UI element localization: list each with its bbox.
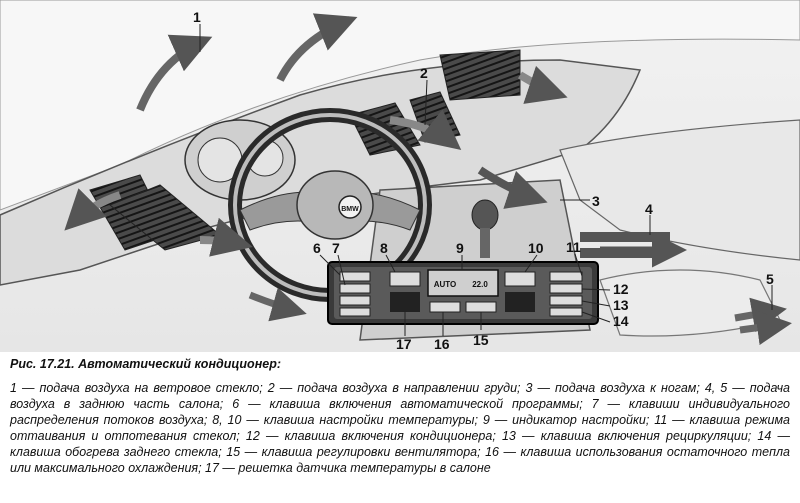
callout-4: 4 xyxy=(645,201,653,217)
temperature-key-left[interactable] xyxy=(389,271,421,287)
callout-15: 15 xyxy=(473,332,489,348)
callout-6: 6 xyxy=(313,240,321,256)
fan-speed-key[interactable] xyxy=(465,301,497,313)
callout-5: 5 xyxy=(766,271,774,287)
airflow-arrow-windshield-2 xyxy=(276,13,358,82)
callout-13: 13 xyxy=(613,297,629,313)
airflow-arrow-left-lower xyxy=(199,217,253,257)
caption-title: Рис. 17.21. Автоматический кондиционер: xyxy=(10,357,281,371)
airflow-arrow-left-side xyxy=(64,188,122,231)
callout-8: 8 xyxy=(380,240,388,256)
callout-17: 17 xyxy=(396,336,412,352)
steering-wheel-hub xyxy=(296,170,374,240)
residual-heat-key[interactable] xyxy=(429,301,461,313)
display-left-readout: AUTO xyxy=(434,280,457,289)
figure-caption: Рис. 17.21. Автоматический кондиционер: … xyxy=(10,356,790,476)
callout-12: 12 xyxy=(613,281,629,297)
steering-logo-text: BMW xyxy=(341,206,359,213)
callout-1: 1 xyxy=(193,9,201,25)
gear-stick xyxy=(480,228,490,258)
leader-lines xyxy=(199,24,773,336)
steering-logo-emblem xyxy=(338,195,362,219)
airflow-arrow-left-floor xyxy=(248,287,307,322)
air-distribution-key-1[interactable] xyxy=(339,283,371,294)
gear-knob xyxy=(471,199,499,231)
defrost-key[interactable] xyxy=(549,271,583,282)
airflow-arrow-footwell xyxy=(477,166,548,209)
callout-16: 16 xyxy=(434,336,450,352)
airflow-arrow-chest xyxy=(389,109,462,150)
callout-11: 11 xyxy=(566,239,581,255)
callout-10: 10 xyxy=(528,240,544,256)
callout-3: 3 xyxy=(592,193,600,209)
recirculation-key[interactable] xyxy=(549,295,583,306)
callout-14: 14 xyxy=(613,313,629,329)
auto-program-key[interactable] xyxy=(339,271,371,282)
callout-7: 7 xyxy=(332,240,340,256)
airflow-arrow-rear-5b xyxy=(739,310,792,346)
ac-on-key[interactable] xyxy=(549,283,583,294)
dashboard-illustration: BMW AUTO 22.0 xyxy=(0,0,800,352)
callout-2: 2 xyxy=(420,65,428,81)
right-grille xyxy=(505,292,535,312)
airflow-arrow-windshield-1 xyxy=(136,34,213,112)
display-right-readout: 22.0 xyxy=(472,280,488,289)
rear-outlet-upper xyxy=(580,232,670,242)
air-distribution-key-3[interactable] xyxy=(339,307,371,317)
right-dash-vent xyxy=(439,49,521,101)
airflow-arrow-right-vent xyxy=(517,65,568,104)
temperature-sensor-grille xyxy=(390,292,420,312)
caption-text: 1 — подача воздуха на ветровое стекло; 2… xyxy=(10,381,790,475)
callout-9: 9 xyxy=(456,240,464,256)
settings-display xyxy=(427,269,499,297)
air-distribution-key-2[interactable] xyxy=(339,295,371,306)
temperature-key-right[interactable] xyxy=(504,271,536,287)
rear-window-heat-key[interactable] xyxy=(549,307,583,317)
